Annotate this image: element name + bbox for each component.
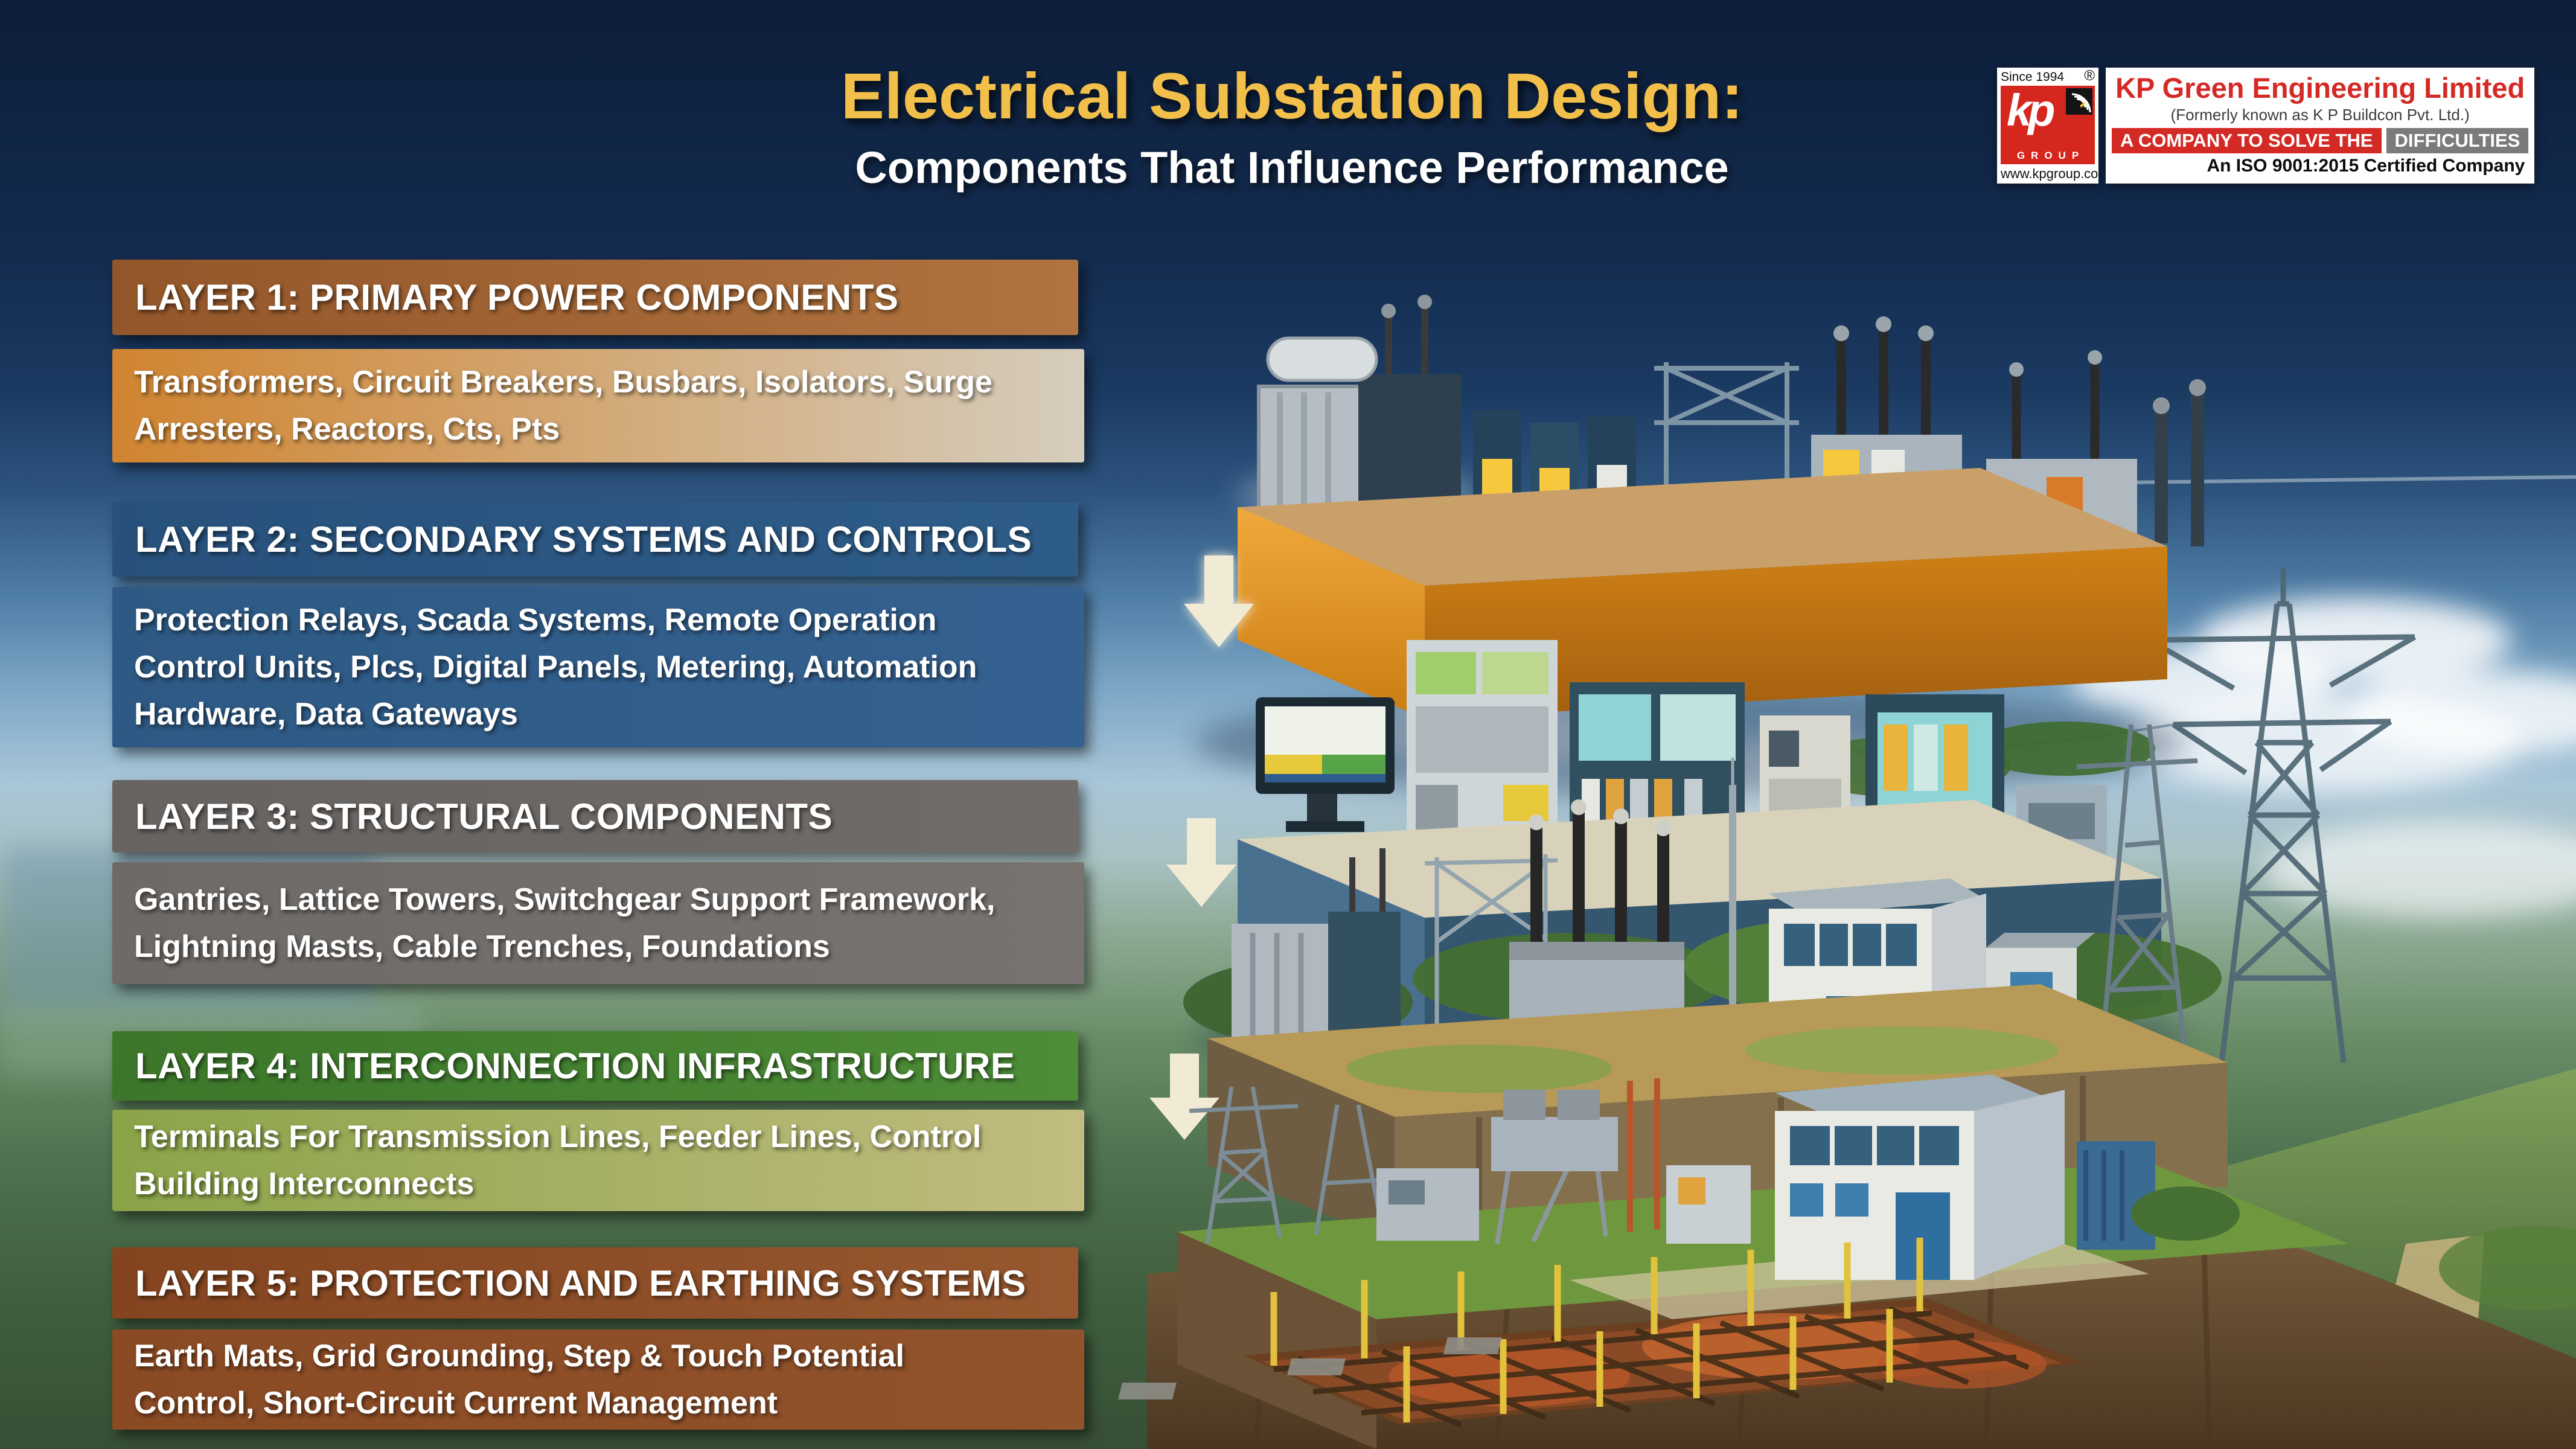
layer-4-header: LAYER 4: INTERCONNECTION INFRASTRUCTURE xyxy=(112,1031,1078,1101)
down-arrow-icon xyxy=(1166,818,1236,907)
company-name-card: KP Green Engineering Limited (Formerly k… xyxy=(2106,68,2535,184)
company-tagline: A COMPANY TO SOLVE THE DIFFICULTIES xyxy=(2112,128,2529,153)
signal-arcs-icon xyxy=(2066,88,2092,115)
layer-5-body: Earth Mats, Grid Grounding, Step & Touch… xyxy=(112,1329,1084,1430)
down-arrow-icon xyxy=(1149,1054,1219,1140)
layer-body-line: Lightning Masts, Cable Trenches, Foundat… xyxy=(134,929,830,964)
layer-2-header: LAYER 2: SECONDARY SYSTEMS AND CONTROLS xyxy=(112,502,1078,577)
company-name: KP Green Engineering Limited xyxy=(2115,72,2525,104)
layer-2-body: Protection Relays, Scada Systems, Remote… xyxy=(112,587,1084,747)
logo-since-label: Since 1994 xyxy=(2001,70,2065,84)
platform1-front xyxy=(1238,507,1425,718)
layer-body-line: Transformers, Circuit Breakers, Busbars,… xyxy=(134,365,992,400)
layer-3-body: Gantries, Lattice Towers, Switchgear Sup… xyxy=(112,862,1084,984)
layer-body-line: Terminals For Transmission Lines, Feeder… xyxy=(134,1119,982,1154)
company-formerly: (Formerly known as K P Buildcon Pvt. Ltd… xyxy=(2170,106,2470,124)
group-label: GROUP xyxy=(2016,150,2085,161)
kp-group-logo-mark: Since 1994 ® kp GROUP www.kpgroup.co xyxy=(1997,68,2098,184)
earthing-grid-illustration xyxy=(1118,1238,2083,1428)
page-subtitle: Components That Influence Performance xyxy=(855,142,1729,193)
layer-5-header: LAYER 5: PROTECTION AND EARTHING SYSTEMS xyxy=(112,1247,1078,1319)
kp-red-square: kp GROUP xyxy=(2001,85,2095,164)
transmission-tower xyxy=(2147,568,2417,1063)
company-logo: Since 1994 ® kp GROUP www.kpgroup.co KP … xyxy=(1997,68,2535,184)
layer-4-body: Terminals For Transmission Lines, Feeder… xyxy=(112,1110,1084,1211)
platform1-top xyxy=(1238,468,2167,586)
layer-1-body: Transformers, Circuit Breakers, Busbars,… xyxy=(112,349,1084,462)
page-header: Electrical Substation Design: Components… xyxy=(604,58,1980,193)
layer-body-line: Arresters, Reactors, Cts, Pts xyxy=(134,412,560,447)
layer-body-line: Building Interconnects xyxy=(134,1166,475,1201)
platform1-illustration xyxy=(1195,295,2206,797)
layer-1-header: LAYER 1: PRIMARY POWER COMPONENTS xyxy=(112,260,1078,335)
tagline-gray: DIFFICULTIES xyxy=(2386,128,2529,153)
kp-monogram: kp xyxy=(2007,85,2055,135)
layer-body-line: Control, Short-Circuit Current Managemen… xyxy=(134,1386,778,1421)
logo-website: www.kpgroup.co xyxy=(2001,166,2098,181)
tagline-red: A COMPANY TO SOLVE THE xyxy=(2112,128,2382,153)
iso-certification: An ISO 9001:2015 Certified Company xyxy=(2207,156,2525,176)
registered-trademark-icon: ® xyxy=(2084,68,2095,84)
layer-body-line: Control Units, Plcs, Digital Panels, Met… xyxy=(134,650,977,685)
layer-body-line: Earth Mats, Grid Grounding, Step & Touch… xyxy=(134,1339,904,1374)
platform1-side xyxy=(1425,546,2167,718)
platform4-equipment xyxy=(1189,1075,2240,1280)
layer-body-line: Gantries, Lattice Towers, Switchgear Sup… xyxy=(134,882,996,917)
page-title: Electrical Substation Design: xyxy=(840,59,1743,132)
layer-3-header: LAYER 3: STRUCTURAL COMPONENTS xyxy=(112,780,1078,852)
layer-body-line: Protection Relays, Scada Systems, Remote… xyxy=(134,603,937,638)
layer-body-line: Hardware, Data Gateways xyxy=(134,697,518,732)
